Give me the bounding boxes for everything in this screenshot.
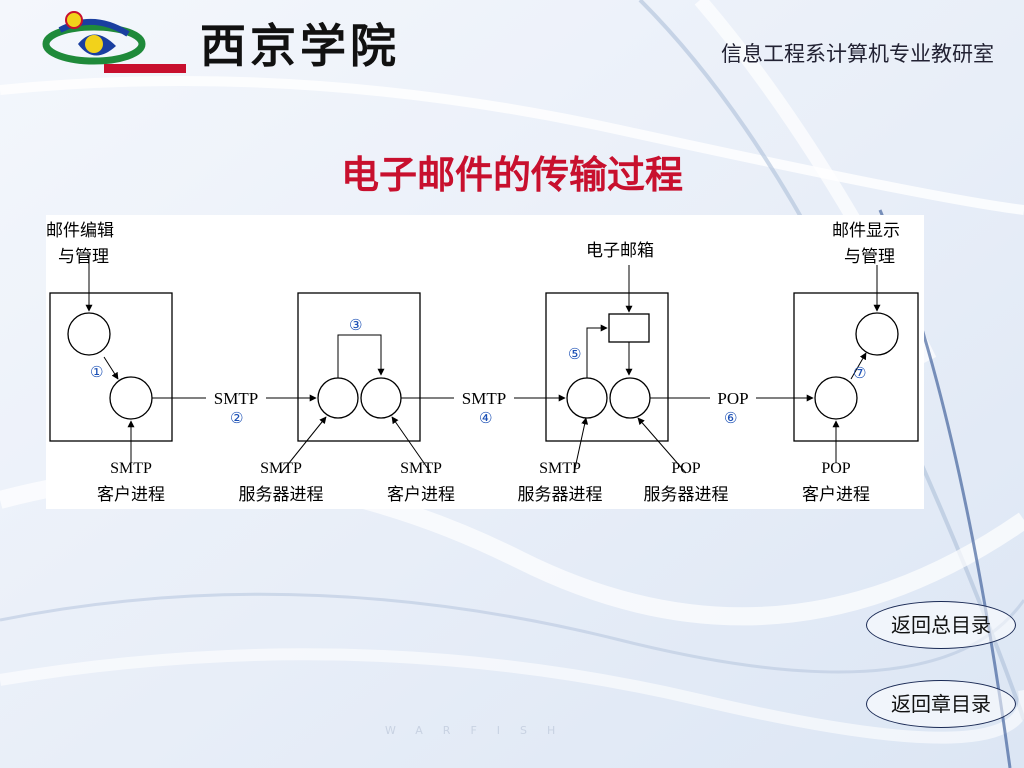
step-marker: ③ [349,316,362,334]
back-to-chapter-contents-button[interactable]: 返回章目录 [866,680,1016,728]
pop-client-process-circle [814,376,858,420]
smtp-client-process-circle [360,377,402,419]
step-marker: ① [90,363,103,381]
protocol-pop-label: POP [717,389,748,408]
diagram-canvas [46,215,924,509]
receiver-label-2: 与管理 [844,247,895,267]
slide-title: 电子邮件的传输过程 [340,152,683,197]
process-label-line2: 客户进程 [387,485,455,505]
process-label-line2: 服务器进程 [644,485,729,505]
sender-label-2: 与管理 [58,247,109,267]
step-marker: ⑦ [853,364,866,382]
pop-server-process-circle [609,377,651,419]
process-label-line1: SMTP [400,460,442,477]
footer-watermark: WARFISH [385,724,576,737]
receiver-host-box [793,292,919,442]
sender-server-box [297,292,421,442]
mail-editor-process-circle [67,312,111,356]
sender-label-1: 邮件编辑 [46,221,114,241]
smtp-server-process-circle [566,377,608,419]
process-label-line1: SMTP [110,460,152,477]
sender-host-box [49,292,173,442]
school-logo [42,11,186,73]
back-to-main-contents-button[interactable]: 返回总目录 [866,601,1016,649]
process-label-line1: POP [821,460,850,477]
smtp-server-process-circle [317,377,359,419]
protocol-smtp-label: SMTP [214,389,258,408]
receiver-server-box [545,292,669,442]
step-marker: ④ [479,409,492,427]
step-marker: ② [230,409,243,427]
mailbox-label: 电子邮箱 [586,241,654,261]
protocol-smtp-label: SMTP [462,389,506,408]
email-transfer-diagram: 邮件编辑 与管理 电子邮箱 邮件显示 与管理 SMTP SMTP POP ① ②… [46,215,924,509]
process-label-line1: SMTP [260,460,302,477]
process-label-line1: SMTP [539,460,581,477]
process-label-line1: POP [671,460,700,477]
process-label-line2: 服务器进程 [239,485,324,505]
smtp-client-process-circle [109,376,153,420]
process-label-line2: 客户进程 [97,485,165,505]
step-marker: ⑤ [568,345,581,363]
step-marker: ⑥ [724,409,737,427]
department-label: 信息工程系计算机专业教研室 [721,42,994,66]
process-label-line2: 客户进程 [802,485,870,505]
school-name: 西京学院 [200,19,400,73]
process-label-line2: 服务器进程 [518,485,603,505]
receiver-label-1: 邮件显示 [832,221,900,241]
mailbox-rect [608,313,650,343]
mail-display-process-circle [855,312,899,356]
